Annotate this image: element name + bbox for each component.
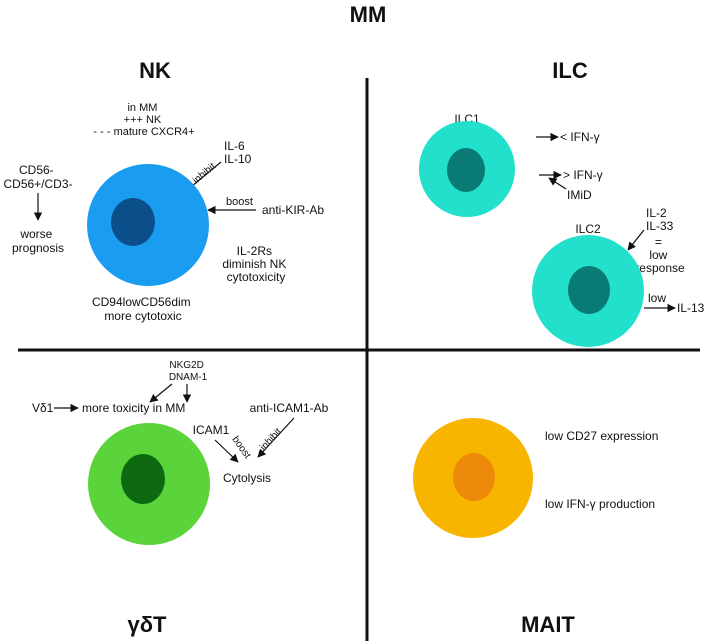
ilc2-cell-nucleus (568, 266, 610, 314)
ilc2-response: = low response (635, 235, 685, 275)
gdt-heading: γδT (127, 612, 167, 637)
ilc2-il13: IL-13 (677, 301, 705, 315)
imid-label: IMiD (567, 188, 592, 202)
gdt-quadrant: NKG2D DNAM-1 Vδ1 more toxicity in MM ant… (32, 360, 329, 637)
nk-cd94: CD94lowCD56dim more cytotoxic (92, 295, 194, 323)
gdt-nkg2d-arrow (149, 383, 173, 403)
ilc-quadrant: ILC ILC1 < IFN-γ > IFN-γ IMiD ILC2 IL-2 … (419, 58, 705, 347)
nk-prognosis: worse prognosis (12, 227, 64, 255)
diagram-title: MM (350, 2, 387, 27)
nk-anti-kir: anti-KIR-Ab (262, 203, 324, 217)
gdt-cytolysis: Cytolysis (223, 471, 271, 485)
ilc1-ifn-high: > IFN-γ (563, 168, 603, 182)
gdt-vd1: Vδ1 (32, 401, 54, 415)
mait-ifn: low IFN-γ production (545, 497, 655, 511)
ilc-heading: ILC (552, 58, 588, 83)
mait-cd27: low CD27 expression (545, 429, 658, 443)
gdt-anti-icam: anti-ICAM1-Ab (250, 401, 329, 415)
gdt-receptors: NKG2D DNAM-1 (169, 360, 208, 383)
nk-cytokines: IL-6 IL-10 (224, 139, 252, 166)
nk-boost-label: boost (226, 196, 253, 208)
imid-arrow (548, 177, 567, 190)
gdt-icam1: ICAM1 (193, 423, 230, 437)
ilc2-label: ILC2 (575, 222, 601, 236)
gdt-inhibit-label: inhibit (258, 426, 284, 453)
ilc2-low-label: low (648, 291, 666, 305)
mait-cell-nucleus (453, 453, 495, 501)
ilc1-ifn-low: < IFN-γ (560, 130, 600, 144)
ilc2-cytokines: IL-2 IL-33 (646, 206, 674, 233)
gdt-inhibit-arrow (257, 417, 295, 458)
gdt-toxicity: more toxicity in MM (82, 401, 185, 415)
gdt-cell-nucleus (121, 454, 165, 504)
nk-in-mm-text: in MM +++ NK - - - mature CXCR4+ (93, 102, 194, 138)
nk-inhibit-label: inhibit (191, 161, 218, 186)
ilc1-cell-nucleus (447, 148, 485, 192)
ilc2-cytokine-arrow (627, 229, 645, 251)
mait-quadrant: low CD27 expression low IFN-γ production… (413, 418, 658, 637)
nk-markers: CD56- CD56+/CD3- (3, 163, 72, 191)
mait-heading: MAIT (521, 612, 575, 637)
nk-cell-nucleus (111, 198, 155, 246)
nk-quadrant: NK in MM +++ NK - - - mature CXCR4+ IL-6… (3, 58, 324, 323)
nk-il2rs: IL-2Rs diminish NK cytotoxicity (222, 244, 289, 284)
gdt-boost-arrow (214, 439, 239, 463)
nk-heading: NK (139, 58, 171, 83)
